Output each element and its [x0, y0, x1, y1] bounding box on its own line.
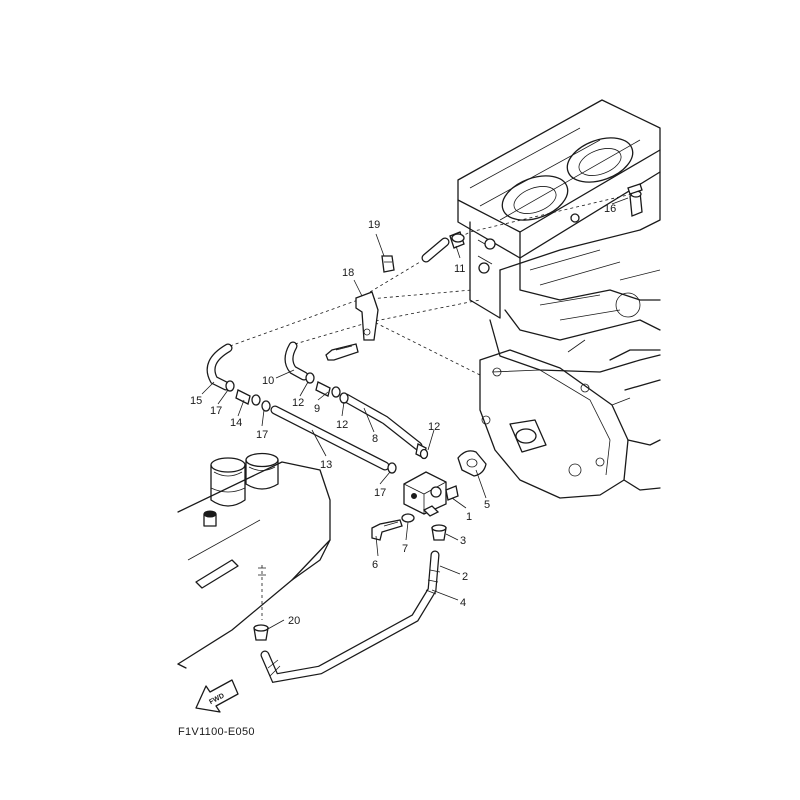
callout-6: 6 — [372, 559, 378, 571]
callout-2: 2 — [462, 571, 468, 583]
callout-16: 16 — [604, 203, 616, 215]
callout-17-a: 17 — [210, 405, 222, 417]
callout-labels: 1 2 3 4 5 6 7 8 9 10 11 12 12 12 13 14 1… — [190, 203, 616, 627]
callout-18: 18 — [342, 267, 354, 279]
callout-13: 13 — [320, 459, 332, 471]
callout-1: 1 — [466, 511, 472, 523]
callout-9: 9 — [314, 403, 320, 415]
callout-11: 11 — [454, 263, 465, 275]
callout-7: 7 — [402, 543, 408, 555]
callout-12-a: 12 — [292, 397, 304, 409]
callout-12-c: 12 — [428, 421, 440, 433]
callout-8: 8 — [372, 433, 378, 445]
engine-assembly — [457, 99, 661, 499]
callout-20: 20 — [288, 615, 300, 627]
oil-tank — [177, 452, 331, 669]
callout-15: 15 — [190, 395, 202, 407]
hoses — [206, 193, 633, 684]
callout-17-c: 17 — [374, 487, 386, 499]
callout-5: 5 — [484, 499, 490, 511]
fittings — [225, 183, 643, 641]
bracket-18 — [355, 291, 379, 341]
callout-19: 19 — [368, 219, 380, 231]
fwd-label: FWD — [208, 692, 225, 706]
callout-4: 4 — [460, 597, 466, 609]
callout-14: 14 — [230, 417, 242, 429]
fwd-arrow-icon: FWD — [195, 679, 239, 713]
callout-10: 10 — [262, 375, 274, 387]
leader-lines — [201, 197, 629, 631]
figure-code: F1V1100-E050 — [178, 726, 255, 738]
callout-3: 3 — [460, 535, 466, 547]
callout-12-b: 12 — [336, 419, 348, 431]
callout-17-b: 17 — [256, 429, 268, 441]
